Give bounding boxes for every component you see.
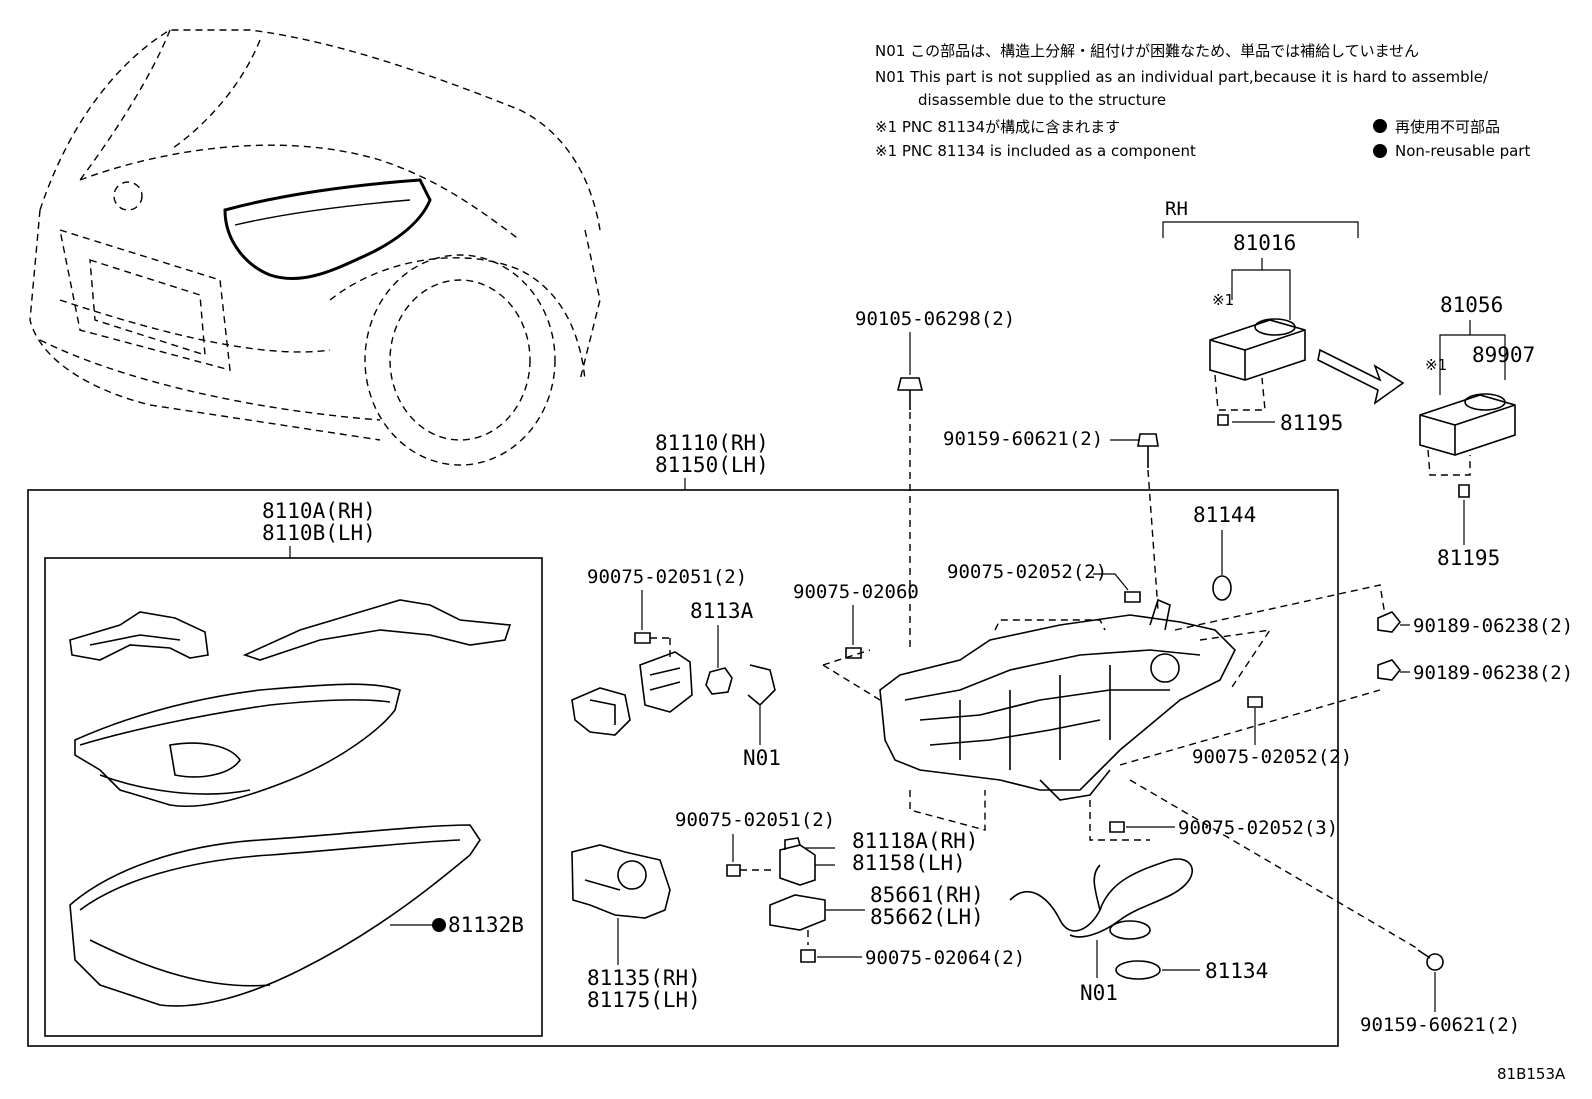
grommet-81144 — [1212, 575, 1232, 601]
non-reusable-bullet-icon — [1373, 119, 1387, 133]
leader-line — [805, 847, 835, 866]
lamp-housing-parts — [69, 599, 512, 1007]
dashed-guide — [1147, 469, 1159, 611]
bracket-81135 — [571, 844, 671, 919]
part-label-90075-02052-a: 90075-02052(2) — [947, 561, 1107, 583]
dashed-guide — [822, 664, 881, 701]
note-n01-en-line1: N01 This part is not supplied as an indi… — [875, 68, 1489, 86]
part-label-90075-02051-b: 90075-02051(2) — [675, 809, 835, 831]
leader-81016 — [1231, 258, 1291, 320]
part-label-90075-02052-b: 90075-02052(2) — [1192, 746, 1352, 768]
part-label-81175: 81175(LH) — [587, 988, 701, 1012]
leader-81056 — [1439, 320, 1506, 395]
lamp-unit-subframe — [44, 557, 543, 1037]
dashed-guide — [1174, 584, 1386, 631]
actuator-85661 — [769, 894, 826, 931]
part-label-90075-02052-c: 90075-02052(3) — [1178, 817, 1338, 839]
part-label-81016: 81016 — [1233, 231, 1296, 255]
part-label-90075-02064: 90075-02064(2) — [865, 947, 1025, 969]
part-label-81150: 81150(LH) — [655, 453, 769, 477]
screw-90075-02052-a — [1124, 591, 1141, 603]
dashed-guide — [1199, 629, 1272, 691]
part-label-90159-60621-bottom: 90159-60621(2) — [1360, 1014, 1520, 1036]
bracket-81118A — [779, 837, 816, 886]
part-label-81195-b: 81195 — [1437, 546, 1500, 570]
part-label-8110B: 8110B(LH) — [262, 521, 376, 545]
part-label-81195-a: 81195 — [1280, 411, 1343, 435]
dashed-guide — [1089, 800, 1150, 841]
non-reusable-bullet-icon — [1373, 144, 1387, 158]
clip-90189-06238-a — [1377, 611, 1402, 633]
screw-90075-02060 — [845, 647, 862, 659]
screw-81195-a — [1217, 414, 1229, 426]
headlamp-assembly-frame — [27, 489, 1339, 1047]
dashed-guide — [1214, 374, 1266, 411]
drawing-code: 81B153A — [1497, 1065, 1566, 1083]
part-label-85662: 85662(LH) — [870, 905, 984, 929]
part-label-81158: 81158(LH) — [852, 851, 966, 875]
vehicle-front-illustration — [29, 29, 601, 466]
part-label-90075-02060: 90075-02060 — [793, 581, 919, 603]
dashed-guide — [909, 790, 986, 831]
dashed-guide — [994, 619, 1106, 631]
note-n01-en-line2: disassemble due to the structure — [918, 91, 1166, 109]
bracket-parts-top — [571, 651, 776, 736]
headlamp-housing — [879, 598, 1236, 801]
ref-mark-1: ※1 — [1212, 291, 1234, 309]
note-ref1-jp: ※1 PNC 81134が構成に含まれます — [875, 118, 1120, 136]
note-n01-jp: N01 この部品は、構造上分解・組付けが困難なため、単品では補給していません — [875, 42, 1419, 60]
screw-90075-02051-b — [726, 864, 741, 877]
screw-90075-02052-c — [1109, 821, 1125, 833]
part-label-81144: 81144 — [1193, 503, 1256, 527]
rh-bracket-label: RH — [1165, 198, 1188, 220]
clip-90189-06238-b — [1377, 659, 1402, 681]
screw-81195-b — [1458, 484, 1470, 498]
legend-jp: 再使用不可部品 — [1395, 118, 1500, 136]
notes-block: N01 この部品は、構造上分解・組付けが困難なため、単品では補給していません N… — [875, 42, 1530, 160]
part-label-81132B: 81132B — [448, 913, 524, 937]
screw-90075-02051-a — [634, 632, 671, 658]
wire-harness-n01 — [1009, 858, 1193, 940]
part-label-90189-06238-a: 90189-06238(2) — [1413, 615, 1573, 637]
legend-en: Non-reusable part — [1395, 142, 1530, 160]
part-label-85661: 85661(RH) — [870, 883, 984, 907]
n01-label-b: N01 — [1080, 981, 1118, 1005]
part-label-81056: 81056 — [1440, 293, 1503, 317]
part-label-81134: 81134 — [1205, 959, 1268, 983]
part-label-90105-06298: 90105-06298(2) — [855, 308, 1015, 330]
non-reusable-bullet-icon — [432, 918, 446, 932]
ballast-unit-81016 — [1209, 318, 1306, 381]
part-label-81110: 81110(RH) — [655, 431, 769, 455]
screw-90075-02064 — [800, 949, 816, 963]
part-label-90075-02051-a: 90075-02051(2) — [587, 566, 747, 588]
n01-label-a: N01 — [743, 746, 781, 770]
part-label-89907: 89907 — [1472, 343, 1535, 367]
ref-mark-2: ※1 — [1425, 356, 1447, 374]
leader-line — [1093, 573, 1129, 591]
note-ref1-en: ※1 PNC 81134 is included as a component — [875, 142, 1196, 160]
dashed-guide — [1119, 689, 1381, 766]
part-label-81135: 81135(RH) — [587, 966, 701, 990]
replacement-arrow-icon — [1317, 348, 1405, 405]
part-label-90159-60621-top: 90159-60621(2) — [943, 428, 1103, 450]
screw-90075-02052-b — [1247, 696, 1263, 708]
seal-ring-81134 — [1115, 960, 1161, 980]
rh-bracket — [1162, 221, 1359, 238]
dashed-guide — [822, 649, 871, 666]
bolt-90159-60621-top — [1137, 433, 1159, 468]
dashed-guide — [1427, 449, 1471, 476]
ballast-unit-81056 — [1419, 393, 1516, 456]
dashed-guide — [1129, 779, 1421, 951]
part-label-8110A: 8110A(RH) — [262, 499, 376, 523]
part-label-81118A: 81118A(RH) — [852, 829, 978, 853]
part-label-8113A: 8113A — [690, 599, 754, 623]
bolt-90105-06298 — [896, 377, 924, 410]
bolt-90159-60621-bottom — [1417, 949, 1444, 971]
part-label-90189-06238-b: 90189-06238(2) — [1413, 662, 1573, 684]
